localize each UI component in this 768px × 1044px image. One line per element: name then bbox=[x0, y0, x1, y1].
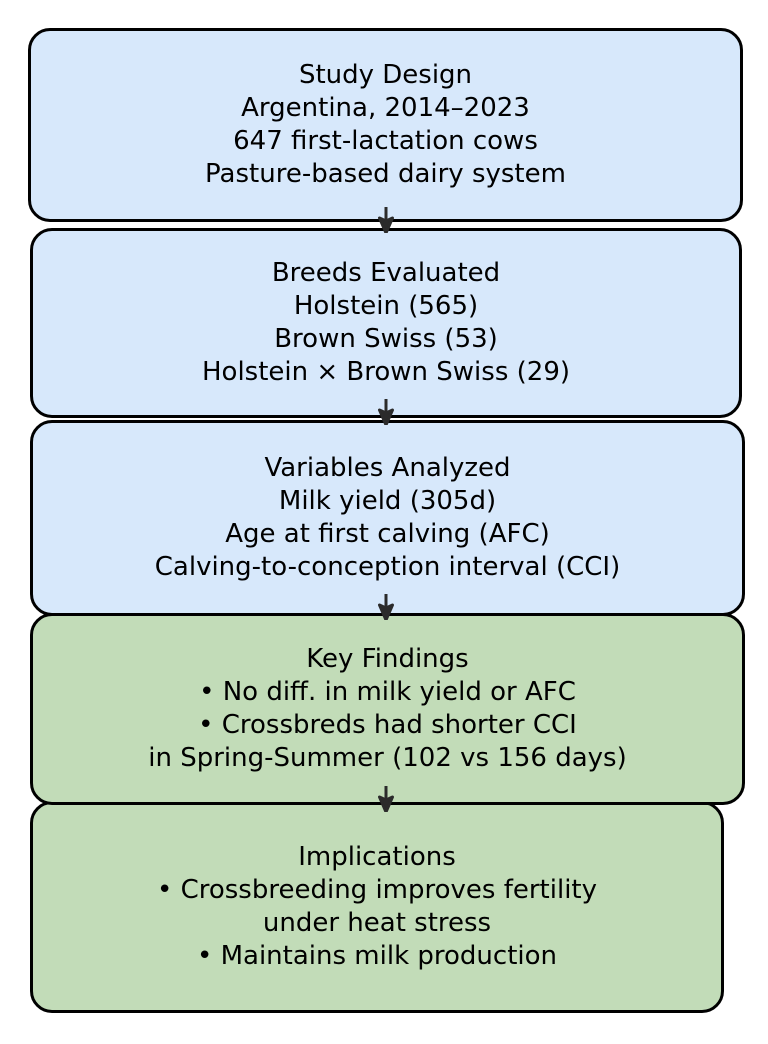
flow-node-implications: Implications • Crossbreeding improves fe… bbox=[30, 801, 724, 1013]
node-line: Brown Swiss (53) bbox=[274, 324, 498, 354]
down-arrow-icon bbox=[378, 594, 394, 620]
node-line: Milk yield (305d) bbox=[278, 486, 497, 516]
flow-node-key-findings: Key Findings • No diff. in milk yield or… bbox=[30, 613, 745, 805]
node-line: Calving-to-conception interval (CCI) bbox=[154, 552, 621, 582]
down-arrow-icon bbox=[378, 786, 394, 812]
node-line: Variables Analyzed bbox=[264, 453, 511, 483]
node-line: Pasture-based dairy system bbox=[205, 159, 566, 189]
node-line: Age at first calving (AFC) bbox=[225, 519, 550, 549]
node-line: Holstein (565) bbox=[293, 291, 479, 321]
node-line: Implications bbox=[298, 842, 456, 872]
flow-node-variables-analyzed: Variables Analyzed Milk yield (305d) Age… bbox=[30, 420, 745, 616]
flow-node-study-design: Study Design Argentina, 2014–2023 647 fi… bbox=[28, 28, 743, 222]
node-line: Breeds Evaluated bbox=[271, 258, 501, 288]
node-line: • No diff. in milk yield or AFC bbox=[199, 677, 576, 707]
node-line: in Spring-Summer (102 vs 156 days) bbox=[148, 743, 627, 773]
node-line: under heat stress bbox=[262, 908, 492, 938]
down-arrow-icon bbox=[378, 399, 394, 425]
node-line: Holstein × Brown Swiss (29) bbox=[201, 357, 571, 387]
node-line: Argentina, 2014–2023 bbox=[241, 93, 530, 123]
node-line: Key Findings bbox=[306, 644, 469, 674]
node-line: Study Design bbox=[298, 60, 473, 90]
node-line: 647 first-lactation cows bbox=[233, 126, 538, 156]
node-line: • Crossbreeding improves fertility bbox=[156, 875, 598, 905]
down-arrow-icon bbox=[378, 207, 394, 233]
flow-node-breeds-evaluated: Breeds Evaluated Holstein (565) Brown Sw… bbox=[30, 228, 742, 418]
node-line: • Maintains milk production bbox=[196, 941, 557, 971]
node-line: • Crossbreds had shorter CCI bbox=[198, 710, 577, 740]
